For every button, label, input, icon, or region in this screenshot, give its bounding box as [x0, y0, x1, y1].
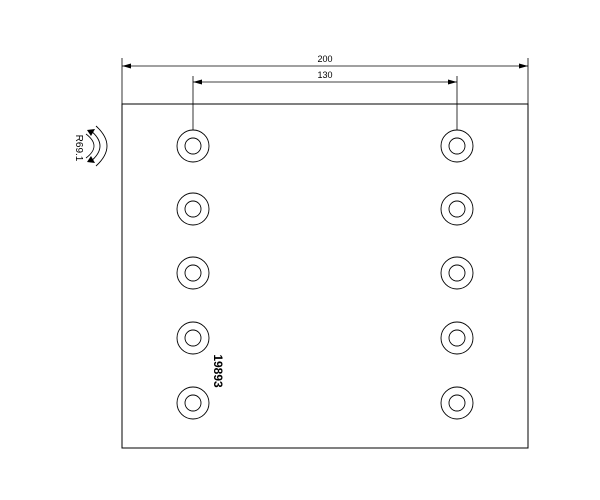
arrowhead-left: [193, 79, 202, 85]
plate-outline: [121, 103, 529, 449]
radius-arc-outer: [95, 125, 108, 167]
hole-column-right: [440, 129, 474, 420]
hole-column-left: [176, 129, 210, 420]
arrowhead-right: [448, 79, 457, 85]
hole-spacing-label: 130: [317, 70, 332, 80]
rivet-hole: [440, 192, 474, 226]
rivet-hole: [176, 321, 210, 355]
rivet-hole: [176, 256, 210, 290]
hole-spacing-dimension: 130: [192, 70, 458, 130]
arrowhead-down: [87, 156, 95, 163]
rivet-hole: [176, 192, 210, 226]
radius-label: R69.1: [73, 135, 84, 162]
rivet-hole: [440, 129, 474, 163]
rivet-hole: [440, 386, 474, 420]
part-number-label: 19893: [211, 354, 225, 388]
rivet-hole: [440, 321, 474, 355]
radius-indicator: R69.1: [73, 125, 108, 167]
rivet-hole: [176, 129, 210, 163]
rivet-hole: [440, 256, 474, 290]
radius-arc-inner: [89, 129, 101, 163]
radius-arc-small: [85, 133, 95, 159]
overall-width-dimension: 200: [121, 54, 529, 104]
overall-width-label: 200: [317, 54, 332, 64]
arrowhead-left: [122, 63, 131, 69]
arrowhead-right: [519, 63, 528, 69]
arrowhead-up: [87, 129, 95, 136]
rivet-hole: [176, 386, 210, 420]
